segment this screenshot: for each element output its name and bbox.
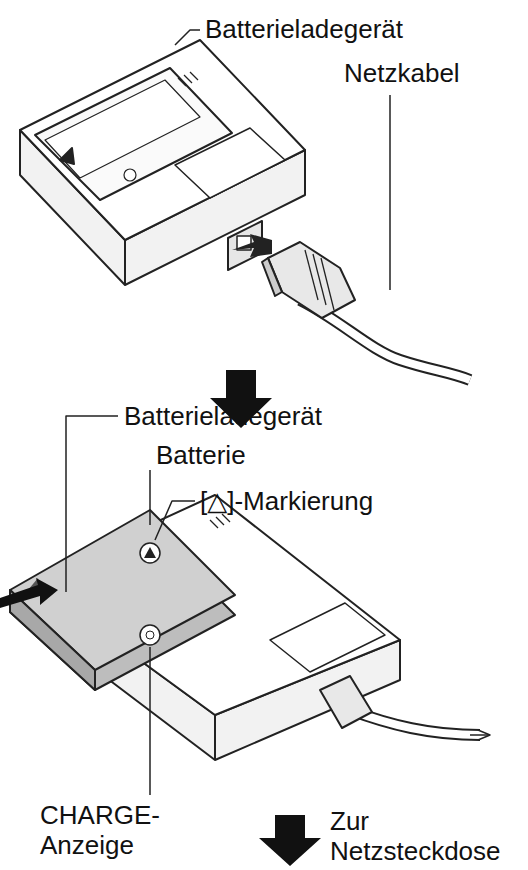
part-name: Batterieladegerät bbox=[205, 14, 505, 44]
part-name: Batterie bbox=[156, 440, 456, 470]
part-name: [△]-Markierung bbox=[200, 486, 510, 516]
part-name: CHARGE- Anzeige bbox=[40, 800, 190, 860]
part-name: Batterieladegerät bbox=[124, 401, 424, 431]
part-name: Netzkabel bbox=[344, 58, 524, 88]
note-text: Zur Netzsteckdose bbox=[330, 806, 520, 866]
